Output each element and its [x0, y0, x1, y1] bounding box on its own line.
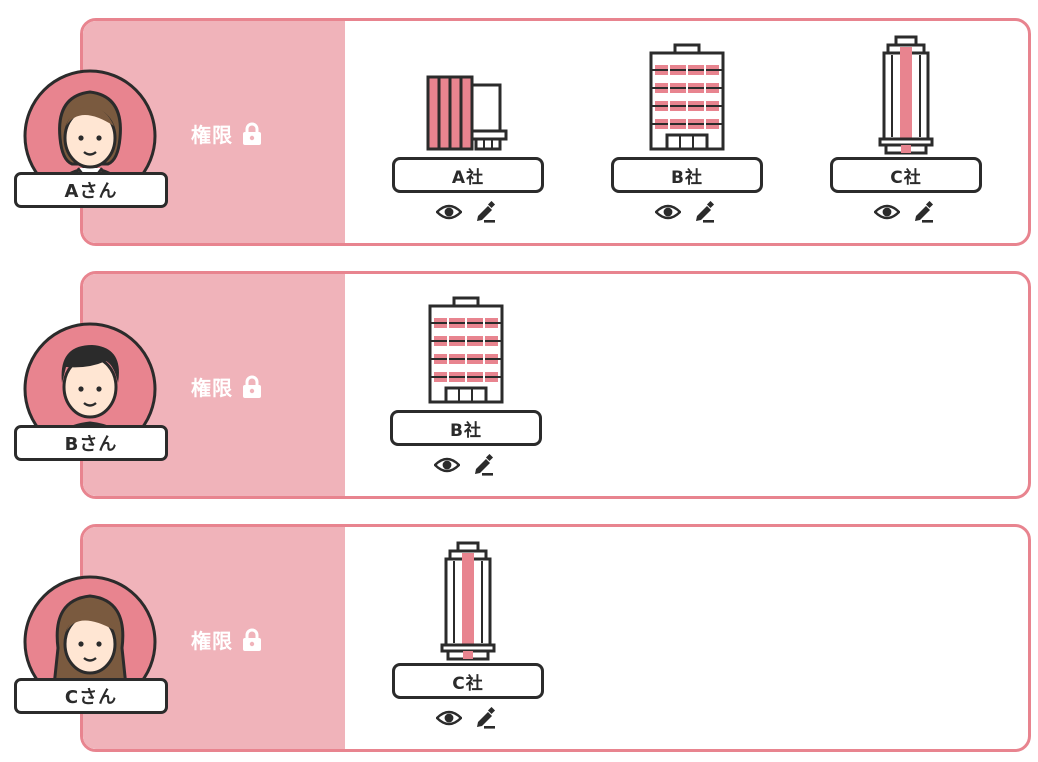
- company-card-a: A社: [390, 31, 546, 231]
- company-label: C社: [830, 157, 982, 193]
- user-row-a: 権限 A社: [0, 18, 1038, 248]
- permission-indicator: 権限: [191, 119, 263, 148]
- office-building-icon: [649, 43, 725, 151]
- low-building-icon: [426, 75, 508, 151]
- action-group: [436, 707, 496, 729]
- view-icon[interactable]: [655, 203, 681, 221]
- user-name-tag: Bさん: [14, 425, 168, 461]
- edit-icon[interactable]: [472, 454, 494, 476]
- view-icon[interactable]: [434, 456, 460, 474]
- edit-icon[interactable]: [693, 201, 715, 223]
- action-group: [874, 201, 934, 223]
- view-icon[interactable]: [436, 709, 462, 727]
- tower-building-icon: [878, 35, 934, 155]
- action-group: [655, 201, 715, 223]
- company-card-b: B社: [388, 284, 544, 484]
- user-row-c: 権限 C社: [0, 524, 1038, 754]
- permission-panel: 権限 C社: [80, 524, 1031, 752]
- company-label: B社: [390, 410, 542, 446]
- lock-icon: [243, 375, 261, 398]
- permission-label: 権限: [191, 376, 233, 400]
- permission-indicator: 権限: [191, 625, 263, 654]
- permission-panel: 権限 A社: [80, 18, 1031, 246]
- company-label: B社: [611, 157, 763, 193]
- permission-label: 権限: [191, 629, 233, 653]
- user-name-tag: Aさん: [14, 172, 168, 208]
- tower-building-icon: [440, 541, 496, 661]
- company-card-c: C社: [390, 537, 546, 737]
- company-card-b: B社: [609, 31, 765, 231]
- edit-icon[interactable]: [912, 201, 934, 223]
- lock-icon: [243, 628, 261, 651]
- permission-label: 権限: [191, 123, 233, 147]
- company-card-c: C社: [828, 31, 984, 231]
- view-icon[interactable]: [436, 203, 462, 221]
- lock-icon: [243, 122, 261, 145]
- action-group: [436, 201, 496, 223]
- permission-panel: 権限: [80, 271, 1031, 499]
- company-label: A社: [392, 157, 544, 193]
- avatar-c: [23, 575, 157, 709]
- edit-icon[interactable]: [474, 707, 496, 729]
- edit-icon[interactable]: [474, 201, 496, 223]
- permission-indicator: 権限: [191, 372, 263, 401]
- user-name-tag: Cさん: [14, 678, 168, 714]
- office-building-icon: [428, 296, 504, 404]
- company-label: C社: [392, 663, 544, 699]
- action-group: [434, 454, 494, 476]
- user-row-b: 権限: [0, 271, 1038, 501]
- view-icon[interactable]: [874, 203, 900, 221]
